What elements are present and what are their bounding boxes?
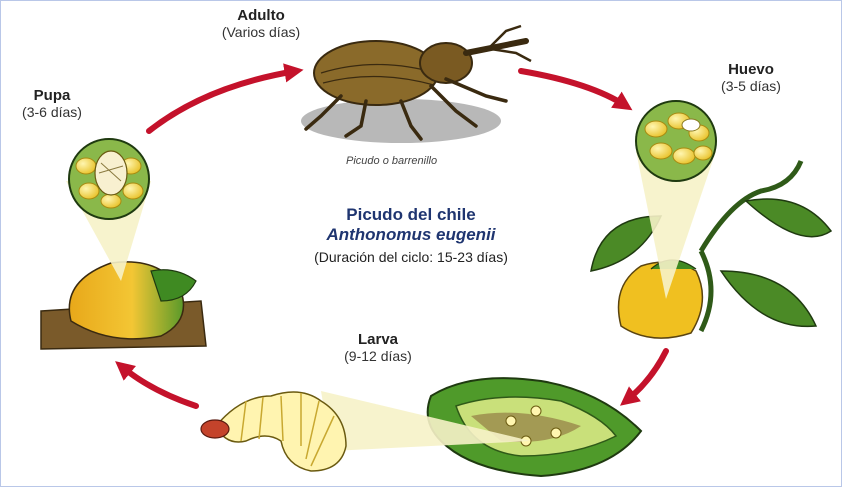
cycle-arrow-icon — [115, 63, 669, 409]
scientific-name-title: Anthonomus eugenii — [326, 225, 496, 244]
stage-duration: (Varios días) — [221, 24, 301, 40]
stage-name: Pupa — [33, 87, 71, 104]
pepper-pupa-icon — [40, 138, 207, 350]
cycle-duration-text: (Duración del ciclo: 15-23 días) — [314, 249, 508, 265]
stage-larva-label: Larva (9-12 días) — [323, 331, 433, 364]
stage-name: Huevo — [728, 61, 774, 78]
pepper-plant-icon — [590, 100, 833, 339]
adult-caption: Picudo o barrenillo — [346, 155, 438, 167]
larva-icon — [200, 391, 347, 472]
zoom-beam — [321, 391, 531, 451]
stage-adulto-label: Adulto (Varios días) — [201, 7, 321, 40]
stage-duration: (3-6 días) — [22, 104, 82, 120]
common-name-title: Picudo del chile — [346, 205, 476, 224]
stage-pupa-label: Pupa (3-6 días) — [7, 87, 97, 120]
stage-duration: (3-5 días) — [721, 78, 781, 94]
stage-duration: (9-12 días) — [344, 348, 412, 364]
stage-name: Larva — [357, 331, 399, 348]
stage-name: Adulto — [237, 7, 285, 24]
stage-huevo-label: Huevo (3-5 días) — [701, 61, 801, 94]
weevil-adult-icon — [301, 24, 532, 143]
center-title-block: Picudo del chile Anthonomus eugenii (Dur… — [251, 205, 571, 265]
